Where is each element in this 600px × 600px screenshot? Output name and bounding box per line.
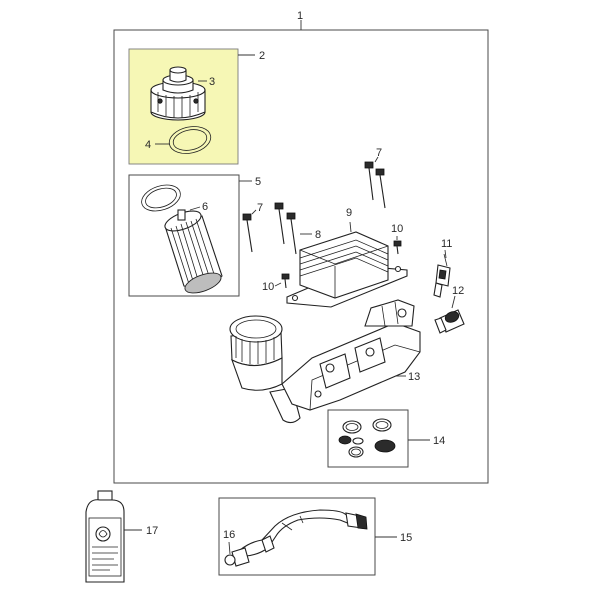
callout-2: 2 — [259, 50, 265, 62]
callout-11: 11 — [441, 238, 452, 250]
callout-1: 1 — [297, 10, 303, 22]
bolt-left — [242, 213, 253, 253]
leader-7b — [251, 209, 257, 215]
callout-10b: 10 — [262, 281, 274, 293]
callout-7a: 7 — [376, 147, 382, 159]
callout-15: 15 — [400, 532, 412, 544]
callout-3: 3 — [209, 76, 215, 88]
callout-12: 12 — [452, 285, 464, 297]
callout-9: 9 — [346, 207, 352, 219]
hose-kit-box — [218, 497, 376, 576]
callout-8: 8 — [315, 229, 321, 241]
seal-kit-box — [327, 409, 409, 468]
oil-filter-housing — [229, 299, 421, 424]
oil-pressure-sensor — [433, 253, 451, 298]
callout-5: 5 — [255, 176, 261, 188]
callout-16: 16 — [223, 529, 235, 541]
callout-17: 17 — [146, 525, 158, 537]
bolt-set-8 — [274, 202, 297, 255]
filter-gasket — [141, 184, 181, 212]
callout-14: 14 — [433, 435, 445, 447]
leader-10b — [274, 282, 282, 287]
oil-cooler — [286, 231, 408, 308]
oil-temp-sensor — [434, 309, 465, 334]
small-bolt-upper — [393, 240, 402, 255]
callout-10a: 10 — [391, 223, 403, 235]
coolant-hose — [224, 509, 368, 567]
small-bolt-lower — [281, 273, 290, 289]
leader-12 — [451, 295, 456, 309]
filter-kit-box — [128, 174, 240, 297]
oil-bottle — [85, 490, 125, 583]
callout-13: 13 — [408, 371, 420, 383]
leader-16 — [228, 541, 231, 555]
callout-4: 4 — [145, 139, 151, 151]
bolt-pair-upper — [364, 161, 386, 209]
leader-9 — [349, 221, 352, 233]
seal-kit — [338, 418, 396, 458]
oil-filter-cap — [150, 66, 206, 121]
leader-6 — [189, 206, 201, 211]
callout-7b: 7 — [257, 202, 263, 214]
leader-7a — [374, 156, 379, 163]
leader-11 — [444, 249, 447, 259]
callout-6: 6 — [202, 201, 208, 213]
oil-filter-element — [164, 209, 223, 294]
